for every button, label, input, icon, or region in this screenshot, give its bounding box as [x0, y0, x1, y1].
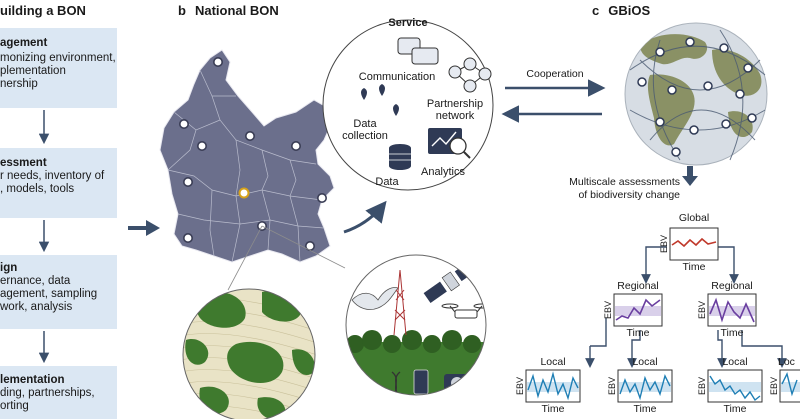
stage-management — [0, 28, 117, 108]
drone-icon — [441, 303, 486, 319]
ebv-label-local-4: EBV — [769, 376, 780, 396]
map-station-markers — [179, 56, 327, 252]
phone-icon — [413, 369, 429, 395]
scale-regional-left-label: Regional — [617, 280, 659, 292]
stage-design — [0, 255, 117, 329]
landscape-zoom — [183, 289, 315, 419]
globe — [624, 22, 768, 166]
chart-local-3 — [707, 369, 763, 403]
service-data-label: Data — [375, 176, 399, 188]
mini-charts — [525, 227, 800, 403]
service-analytics-label: Analytics — [420, 166, 466, 178]
stage-management-desc: monizing environment, plementation nersh… — [0, 52, 116, 90]
environment-zoom — [346, 255, 486, 395]
stage-management-title: agement — [0, 37, 48, 49]
globe-down-arrow — [682, 166, 698, 186]
network-icon — [448, 57, 492, 93]
ebv-label-local-2: EBV — [607, 376, 618, 396]
chart-local-1 — [525, 369, 581, 403]
service-title: Service — [388, 17, 428, 29]
hierarchy-connectors — [585, 246, 787, 368]
scale-local-3-label: Local — [722, 356, 748, 368]
national-map — [159, 49, 335, 263]
chart-regional-right — [707, 293, 757, 327]
chat-bubbles-icon — [397, 37, 439, 65]
stage-assessment-desc: r needs, inventory of , models, tools — [0, 170, 105, 195]
stage-implementation-desc: ding, partnerships, orting — [0, 387, 95, 412]
service-data-collection-label: Data collection — [342, 118, 388, 142]
chart-regional-left — [613, 293, 663, 327]
time-label-global: Time — [682, 261, 706, 273]
stage-assessment-title: essment — [0, 157, 47, 169]
globe-station-markers — [637, 37, 757, 157]
time-label-regional-left: Time — [626, 327, 650, 339]
scale-local-2-label: Local — [632, 356, 658, 368]
scale-local-1-label: Local — [540, 356, 566, 368]
service-partnership-label: Partnership network — [426, 98, 484, 122]
stage-implementation-title: lementation — [0, 374, 65, 386]
camera-icon — [444, 374, 470, 392]
cooperation-label: Cooperation — [526, 68, 584, 80]
time-label-local-3: Time — [723, 403, 747, 415]
chart-global — [669, 227, 719, 261]
chart-local-4 — [779, 369, 800, 403]
time-label-regional-right: Time — [720, 327, 744, 339]
ebv-label-regional-right: EBV — [697, 300, 708, 320]
ebv-label-regional-left: EBV — [603, 300, 614, 320]
highlighted-site-marker — [238, 187, 250, 199]
time-label-local-2: Time — [633, 403, 657, 415]
sensor-tower-icon — [393, 269, 407, 336]
stage-design-title: ign — [0, 262, 18, 274]
arrow-map-to-service — [343, 200, 387, 234]
multiscale-assessments-label: Multiscale assessments of biodiversity c… — [569, 176, 680, 201]
scale-local-4-label: Loc — [778, 356, 795, 368]
time-label-local-1: Time — [541, 403, 565, 415]
chart-local-2 — [617, 369, 673, 403]
cooperation-arrows — [501, 79, 606, 123]
service-communication-label: Communication — [358, 71, 436, 83]
ebv-label-local-1: EBV — [515, 376, 526, 396]
arrow-a-to-b — [128, 220, 160, 236]
analytics-icon — [428, 128, 471, 159]
ebv-label-global: EBV — [659, 234, 670, 254]
scale-regional-right-label: Regional — [711, 280, 753, 292]
stage-design-desc: ernance, data agement, sampling work, an… — [0, 275, 98, 313]
panel-a-title: uilding a BON — [0, 3, 86, 18]
stage-implementation — [0, 366, 117, 419]
database-icon — [389, 144, 411, 170]
stage-assessment — [0, 148, 117, 218]
scale-global-label: Global — [678, 212, 710, 224]
location-pins-icon — [361, 84, 399, 116]
ebv-label-local-3: EBV — [697, 376, 708, 396]
